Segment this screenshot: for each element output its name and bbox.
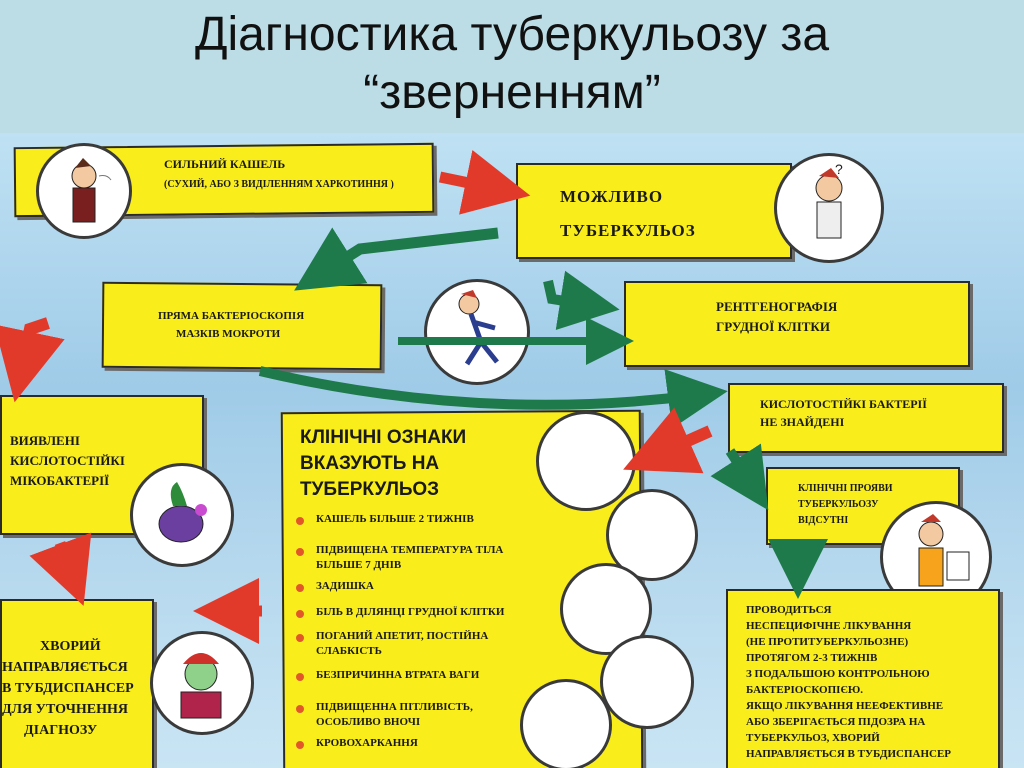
acid-not-found-line1: КИСЛОТОСТІЙКІ БАКТЕРІЇ [760,397,927,411]
arrow-possible-to-xray [543,270,620,330]
referred-line5: ДІАГНОЗУ [24,723,98,738]
arrow-microscopy-to-not-found [258,366,728,429]
acid-not-found-line2: НЕ ЗНАЙДЕНІ [760,415,845,429]
arrow-found-to-referred [29,532,92,606]
possible-tb-line1: МОЖЛИВО [560,187,664,206]
clinical-item: ЗАДИШКА [316,580,374,592]
bullet [296,584,304,592]
treatment-line: (НЕ ПРОТИТУБЕРКУЛЬОЗНЕ) [746,636,909,648]
treatment-line: ПРОТЯГОМ 2-3 ТИЖНІВ [746,652,878,664]
arrow-not-found-to-no-signs [710,443,769,511]
running-man-icon [424,279,530,385]
treatment-line: ЯКЩО ЛІКУВАННЯ НЕЕФЕКТИВНЕ [746,700,944,712]
clinical-line2: ВКАЗУЮТЬ НА [300,453,440,474]
xray-line2: ГРУДНОЇ КЛІТКИ [716,319,830,334]
cough-title: СИЛЬНИЙ КАШЕЛЬ [164,157,286,171]
no-signs-line1: КЛІНІЧНІ ПРОЯВИ [798,483,893,494]
referred-line2: НАПРАВЛЯЄТЬСЯ [2,660,128,675]
xray-box [624,281,970,367]
acid-not-found-box [728,383,1004,453]
arrow-not-found-to-clinical [623,407,713,474]
treatment-line: З ПОДАЛЬШОЮ КОНТРОЛЬНОЮ [746,668,930,680]
cough-subtitle: (СУХИЙ, АБО З ВИДІЛЕННЯМ ХАРКОТИННЯ ) [164,179,394,190]
questioning-man-icon: ? [774,153,884,263]
treatment-line: БАКТЕРІОСКОПІЄЮ. [746,684,864,696]
title-bar: Діагностика туберкульозу за “зверненням” [0,0,1024,133]
clinical-line1: КЛІНІЧНІ ОЗНАКИ [300,427,467,448]
bullet [296,548,304,556]
xray-line1: РЕНТГЕНОГРАФІЯ [716,299,838,314]
flow-arrows [0,149,828,644]
no-signs-line3: ВІДСУТНІ [798,515,849,526]
microscopy-line1: ПРЯМА БАКТЕРІОСКОПІЯ [158,310,305,322]
bullet [296,705,304,713]
arrow-possible-to-microscopy [294,227,499,291]
possible-tb-line2: ТУБЕРКУЛЬОЗ [560,221,696,240]
found-line2: КИСЛОТОСТІЙКІ [10,453,125,468]
clinical-item: ПІДВИЩЕНА ТЕМПЕРАТУРА ТІЛА [316,544,504,556]
bullet [296,634,304,642]
clinical-item: КРОВОХАРКАННЯ [316,737,418,749]
found-line1: ВИЯВЛЕНІ [10,433,80,448]
arrow-cough-to-possible [438,149,531,215]
clinical-item: БЕЗПРИЧИННА ВТРАТА ВАГИ [316,669,480,681]
bullet [296,673,304,681]
tb-diagnosis-poster: СИЛЬНИЙ КАШЕЛЬ (СУХИЙ, АБО З ВИДІЛЕННЯМ … [0,133,1024,768]
referred-line3: В ТУБДИСПАНСЕР [2,681,134,696]
treatment-line: НАПРАВЛЯЄТЬСЯ В ТУБДИСПАНСЕР [746,748,952,760]
sick-man-icon [520,679,612,768]
treatment-line: АБО ЗБЕРІГАЄТЬСЯ ПІДОЗРА НА [746,716,926,728]
bacteria-creature-icon [130,463,234,567]
clinical-item: БІЛЬ В ДІЛЯНЦІ ГРУДНОЇ КЛІТКИ [316,606,505,618]
sick-man-icon [560,563,652,655]
clinical-item: ПІДВИЩЕННА ПІТЛИВІСТЬ, [316,701,473,713]
treatment-line: НЕСПЕЦИФІЧНЕ ЛІКУВАННЯ [746,620,912,632]
no-signs-line2: ТУБЕРКУЛЬОЗУ [798,499,879,510]
found-line3: МІКОБАКТЕРІЇ [10,473,110,488]
page-title-line1: Діагностика туберкульозу за [194,8,830,61]
clinical-item: ОСОБЛИВО ВНОЧІ [316,716,421,728]
clinical-line3: ТУБЕРКУЛЬОЗ [300,479,440,500]
microscopy-line2: МАЗКІВ МОКРОТИ [176,328,281,340]
referred-line1: ХВОРИЙ [40,639,101,654]
possible-tb-box [516,163,792,259]
clinical-item: СЛАБКІСТЬ [316,645,382,657]
treatment-line: ПРОВОДИТЬСЯ [746,604,832,616]
svg-text:?: ? [835,161,843,177]
treatment-box [726,589,1000,768]
coughing-man-icon [36,143,132,239]
arrow-microscopy-to-found [0,317,65,403]
coughing-man-icon [536,411,636,511]
page-title-line2: “зверненням” [363,66,661,119]
referred-line4: ДЛЯ УТОЧНЕННЯ [2,702,129,717]
bullet [296,610,304,618]
clinical-item: КАШЕЛЬ БІЛЬШЕ 2 ТИЖНІВ [316,513,474,525]
clinical-item: БІЛЬШЕ 7 ДНІВ [316,559,402,571]
bullet [296,741,304,749]
bullet [296,517,304,525]
clinical-item: ПОГАНИЙ АПЕТИТ, ПОСТІЙНА [316,630,489,642]
sick-man-icon [600,635,694,729]
treatment-line: ТУБЕРКУЛЬОЗ, ХВОРИЙ [746,732,880,744]
